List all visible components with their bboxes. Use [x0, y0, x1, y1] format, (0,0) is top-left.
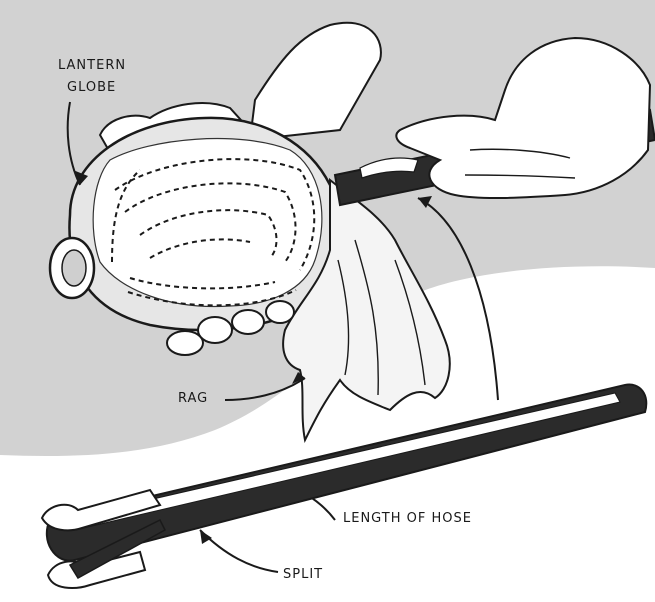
- globe-label: GLOBE: [67, 78, 116, 98]
- rag-label: RAG: [178, 389, 208, 409]
- lantern-label: LANTERN: [58, 56, 126, 76]
- split-label: SPLIT: [283, 565, 323, 585]
- length-of-hose-label: LENGTH OF HOSE: [343, 509, 472, 529]
